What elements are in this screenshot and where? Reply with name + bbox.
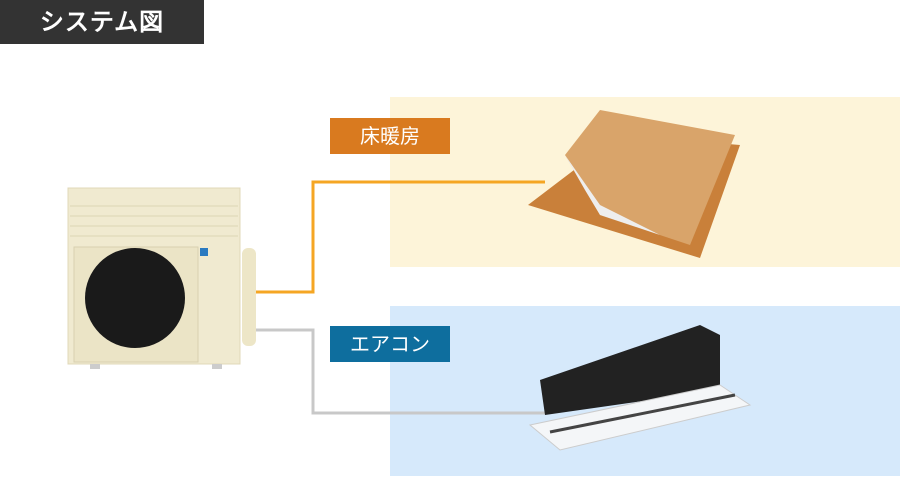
floor-heating-image bbox=[528, 110, 740, 258]
air-conditioner-pipe bbox=[256, 328, 545, 415]
ceiling-cassette-ac-image bbox=[528, 325, 752, 451]
page-title: システム図 bbox=[0, 0, 204, 44]
floor-heating-label: 床暖房 bbox=[330, 118, 450, 154]
outdoor-unit-image bbox=[67, 187, 256, 369]
air-conditioner-label: エアコン bbox=[330, 326, 450, 362]
floor-heating-pipe bbox=[256, 180, 545, 294]
